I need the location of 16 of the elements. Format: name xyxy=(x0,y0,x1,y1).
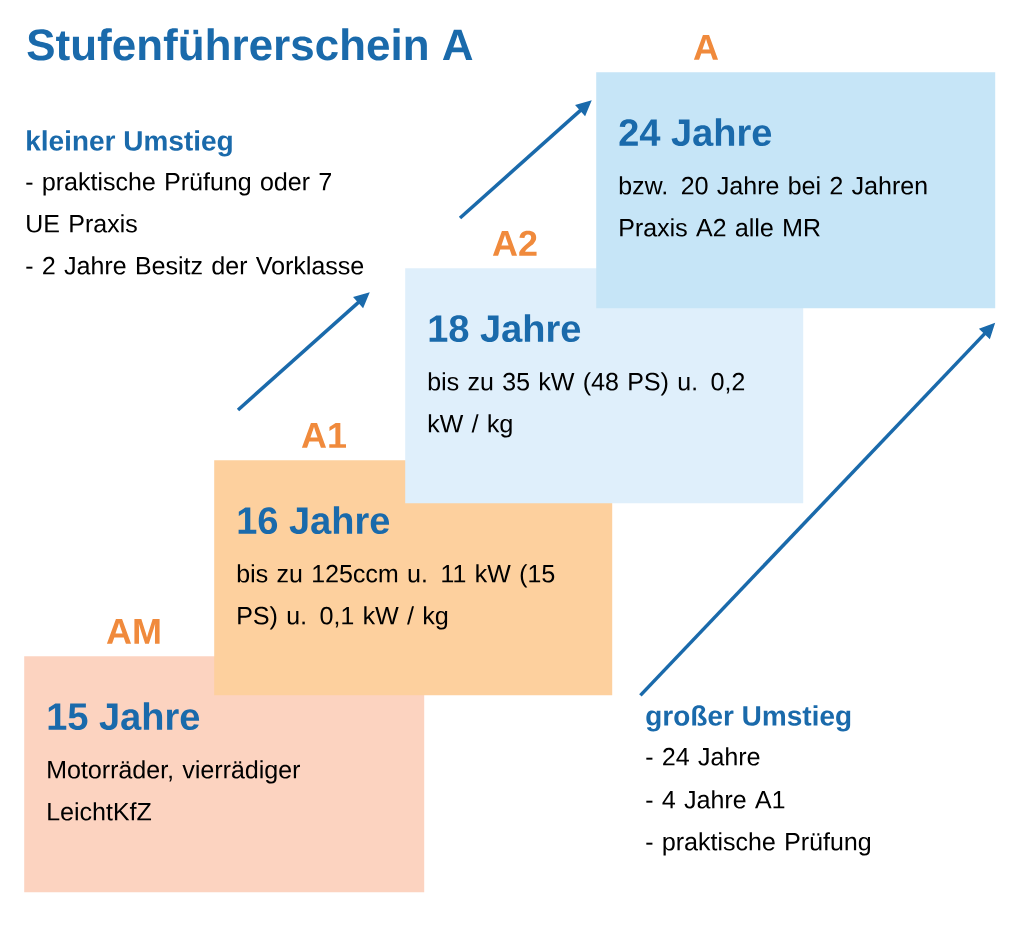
step-box: 15 Jahre Motorräder, vierrädiger LeichtKfZ xyxy=(24,656,425,893)
class-label: A2 xyxy=(492,230,537,256)
note-item: - 24 Jahre xyxy=(646,747,760,766)
class-label: AM xyxy=(106,619,160,644)
note-item: - praktische Prüfung oder 7 UE Praxis xyxy=(26,172,331,233)
class-label: A xyxy=(693,35,719,60)
note-heading: großer Umstieg xyxy=(646,705,851,732)
step-box: 18 Jahre bis zu 35 kW (48 PS) u. 0,2 kW / kg xyxy=(405,268,804,504)
class-label: A1 xyxy=(301,423,346,448)
note-item: - 2 Jahre Besitz der Vorklasse xyxy=(26,256,364,275)
note-item: - praktische Prüfung xyxy=(646,832,871,856)
note-heading: kleiner Umstieg xyxy=(27,130,232,157)
step-box: 24 Jahre bzw. 20 Jahre bei 2 Jahren Praxis A2 alle MR xyxy=(596,72,996,309)
step-box: 16 Jahre bis zu 125ccm u. 11 kW (15 PS) u. 0,1 kW / kg xyxy=(214,460,613,696)
title: Stufenführerschein A xyxy=(27,28,473,61)
note-item: - 4 Jahre A1 xyxy=(646,790,785,809)
